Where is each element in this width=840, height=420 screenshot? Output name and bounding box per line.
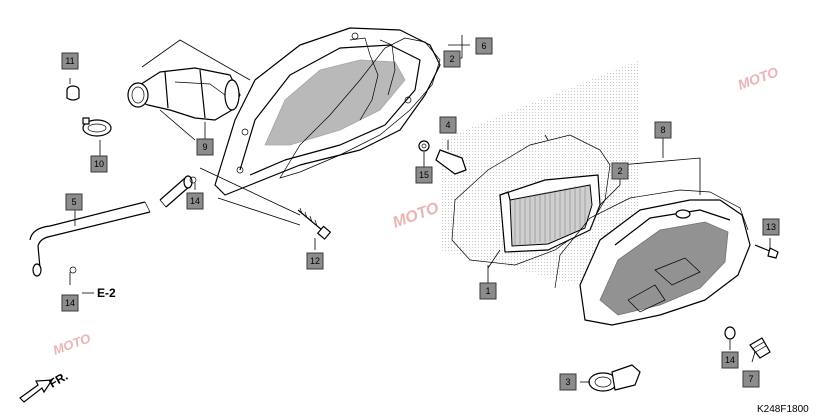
part-label-5: 5 bbox=[65, 193, 83, 211]
clip-14-b bbox=[69, 266, 77, 274]
part-label-12: 12 bbox=[306, 252, 324, 270]
svg-text:7: 7 bbox=[748, 374, 753, 384]
hose-clamp bbox=[82, 117, 112, 137]
case-gasket bbox=[554, 189, 749, 289]
gasket-left bbox=[279, 37, 441, 179]
part-label-7: 7 bbox=[742, 370, 760, 388]
bolt-13 bbox=[754, 244, 779, 259]
svg-text:14: 14 bbox=[65, 298, 75, 308]
air-filter-element bbox=[499, 174, 601, 253]
background-logo bbox=[440, 60, 640, 300]
diagram-code: K248F1800 bbox=[757, 404, 809, 415]
svg-text:3: 3 bbox=[565, 377, 570, 387]
svg-text:14: 14 bbox=[725, 355, 735, 365]
part-label-3: 3 bbox=[559, 373, 577, 391]
part-label-15: 15 bbox=[415, 166, 433, 184]
bracket-4 bbox=[418, 140, 467, 175]
intake-funnel bbox=[588, 364, 641, 392]
part-label-14-a: 14 bbox=[186, 192, 204, 210]
part-label-9: 9 bbox=[196, 138, 214, 156]
svg-text:4: 4 bbox=[445, 120, 450, 130]
svg-text:5: 5 bbox=[71, 197, 76, 207]
part-label-14-c: 14 bbox=[721, 351, 739, 369]
svg-text:14: 14 bbox=[190, 196, 200, 206]
connecting-tube bbox=[127, 67, 241, 121]
part-label-2-right: 2 bbox=[611, 162, 629, 180]
front-label: FR. bbox=[47, 369, 71, 391]
svg-text:6: 6 bbox=[481, 41, 486, 51]
air-cleaner-case bbox=[579, 199, 751, 326]
clip-14-a bbox=[189, 176, 197, 184]
watermark-1: MOTO bbox=[736, 63, 781, 92]
svg-text:2: 2 bbox=[449, 54, 454, 64]
drain-tube bbox=[29, 175, 193, 277]
watermark-2: MOTO bbox=[391, 199, 442, 231]
front-arrow: FR. bbox=[19, 369, 71, 403]
part-label-6: 6 bbox=[475, 37, 493, 55]
svg-text:8: 8 bbox=[660, 125, 665, 135]
watermark-3: MOTO bbox=[51, 330, 93, 357]
part-label-13: 13 bbox=[762, 218, 780, 236]
svg-text:9: 9 bbox=[202, 142, 207, 152]
reference-e2: E-2 bbox=[97, 286, 116, 300]
part-label-11: 11 bbox=[61, 52, 79, 70]
svg-text:11: 11 bbox=[65, 56, 74, 66]
part-label-1: 1 bbox=[479, 282, 497, 300]
svg-text:13: 13 bbox=[766, 222, 776, 232]
part-label-2-left: 2 bbox=[443, 50, 461, 68]
screw-12 bbox=[297, 207, 332, 240]
part-label-4: 4 bbox=[439, 116, 457, 134]
case-cover-left bbox=[214, 27, 441, 196]
part-label-8: 8 bbox=[654, 121, 672, 139]
cap-11 bbox=[66, 85, 80, 101]
svg-text:10: 10 bbox=[94, 159, 104, 169]
svg-text:2: 2 bbox=[617, 166, 622, 176]
drain-plug bbox=[724, 326, 771, 359]
svg-text:15: 15 bbox=[419, 170, 429, 180]
svg-text:1: 1 bbox=[485, 286, 490, 296]
part-label-10: 10 bbox=[90, 155, 108, 173]
part-label-14-b: 14 bbox=[61, 294, 79, 312]
svg-text:12: 12 bbox=[310, 256, 320, 266]
